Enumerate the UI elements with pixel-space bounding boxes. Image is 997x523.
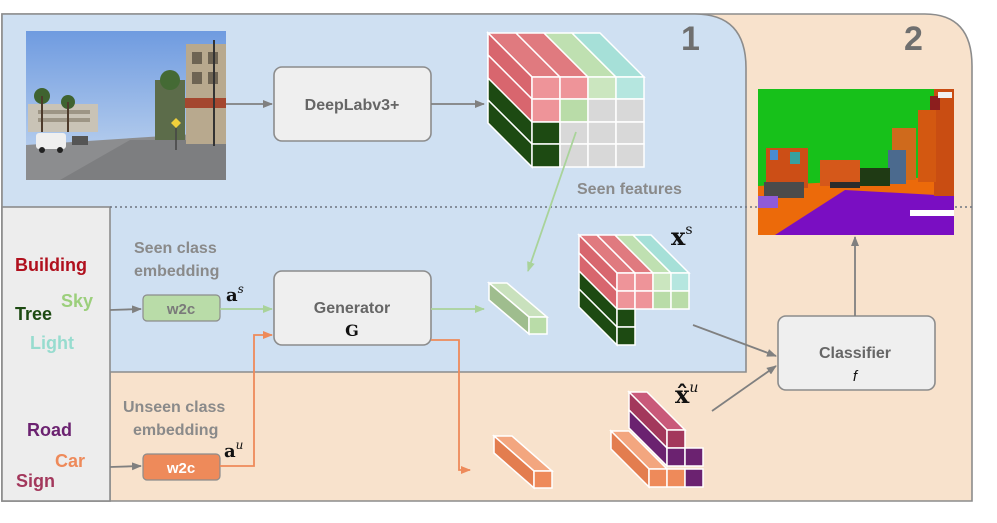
- arrow-seen-features-to-vector: [527, 131, 577, 272]
- generated-seen-feature-vector: [486, 281, 550, 336]
- seen-features-label: Seen features: [577, 181, 682, 198]
- seen-embedding-symbol: as: [226, 282, 244, 306]
- seen-feature-cube: [486, 31, 646, 169]
- arrow-classes-to-w2c-unseen: [109, 462, 142, 471]
- class-sign: Sign: [16, 471, 55, 491]
- input-street-photo: [26, 31, 226, 180]
- w2c-unseen-label: w2c: [166, 460, 195, 477]
- region-1-label: 1: [681, 20, 700, 58]
- classifier-box: [777, 315, 936, 391]
- unseen-embedding-symbol: au: [224, 438, 243, 462]
- seen-embedding-label-line1: Seen class: [134, 240, 217, 257]
- class-sky: Sky: [61, 291, 93, 311]
- seen-embedding-label-line2: embedding: [134, 263, 219, 280]
- generator-box: [273, 270, 432, 346]
- class-tree: Tree: [15, 304, 52, 324]
- generated-unseen-feature-vector: [492, 434, 554, 490]
- classifier-label: Classifier: [819, 345, 891, 362]
- unseen-feature-stack: [609, 390, 704, 489]
- seen-feature-stack: [577, 233, 691, 347]
- arrow-unseen-stack-to-classifier: [711, 365, 777, 412]
- arrow-seen-stack-to-classifier: [692, 324, 777, 357]
- unseen-stack-symbol: x̂u: [675, 380, 698, 409]
- deeplabv3-label: DeepLabv3+: [305, 97, 400, 114]
- arrow-classes-to-w2c-seen: [109, 305, 142, 314]
- w2c-seen-label: w2c: [166, 301, 195, 318]
- class-car: Car: [55, 451, 85, 471]
- class-list-panel: [1, 206, 111, 502]
- class-road: Road: [27, 420, 72, 440]
- generator-symbol: G: [345, 321, 359, 340]
- generator-label: Generator: [314, 300, 390, 317]
- seen-stack-symbol: xs: [671, 222, 693, 251]
- region-2-label: 2: [904, 20, 923, 58]
- arrow-w2c-unseen-to-generator: [220, 331, 273, 467]
- w2c-seen-box: [142, 294, 221, 322]
- arrow-generator-to-unseen-vector: [431, 339, 471, 474]
- classifier-symbol: f: [853, 368, 859, 385]
- class-light: Light: [30, 333, 74, 353]
- unseen-embedding-label-line2: embedding: [133, 422, 218, 439]
- class-building: Building: [15, 255, 87, 275]
- w2c-unseen-box: [142, 453, 221, 481]
- output-segmentation-map: [758, 89, 954, 235]
- unseen-embedding-label-line1: Unseen class: [123, 399, 225, 416]
